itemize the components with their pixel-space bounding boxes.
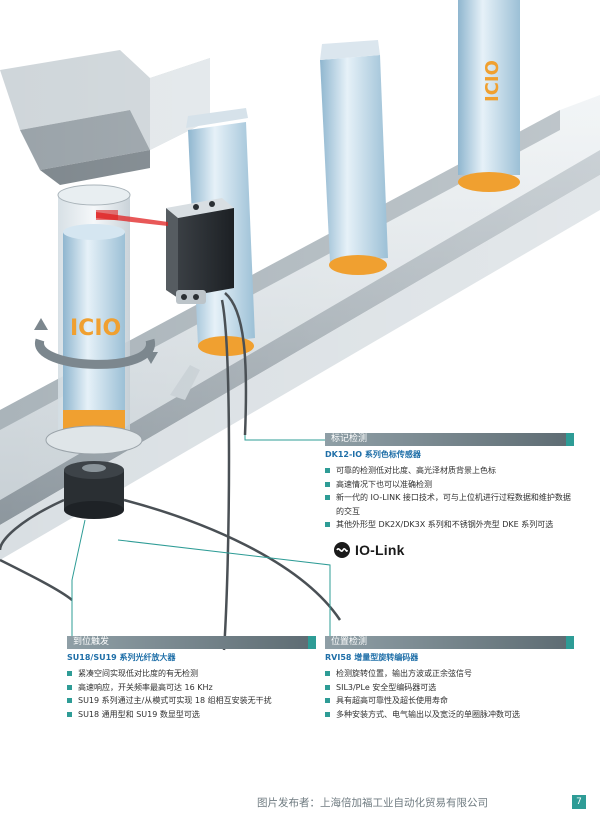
contrast-sensor bbox=[166, 198, 234, 304]
list-item: 检测旋转位置，输出方波或正余弦信号 bbox=[325, 667, 574, 681]
publisher-credit: 图片发布者：上海倍加福工业自动化贸易有限公司 bbox=[257, 797, 488, 809]
panel-marking-title: 标记检测 bbox=[331, 434, 368, 444]
rotation-station: ICIO bbox=[34, 184, 158, 455]
tube-middle bbox=[320, 40, 388, 275]
panel-arrival: 到位触发 SU18/SU19 系列光纤放大器 紧凑空间实现低对比度的有无检测 高… bbox=[67, 636, 316, 721]
panel-marking-header: 标记检测 bbox=[325, 433, 574, 446]
header-accent bbox=[566, 433, 574, 446]
panel-arrival-header: 到位触发 bbox=[67, 636, 316, 649]
panel-arrival-list: 紧凑空间实现低对比度的有无检测 高速响应，开关频率最高可达 16 KHz SU1… bbox=[67, 667, 316, 721]
list-item: 多种安装方式、电气输出以及宽泛的单圈脉冲数可选 bbox=[325, 708, 574, 722]
panel-marking: 标记检测 DK12-IO 系列色标传感器 可靠的检测低对比度、高光泽材质背景上色… bbox=[325, 433, 574, 532]
list-item: 新一代的 IO-LINK 接口技术，可与上位机进行过程数据和维护数据的交互 bbox=[325, 491, 574, 518]
svg-text:ICIO: ICIO bbox=[482, 60, 503, 102]
panel-arrival-subtitle: SU18/SU19 系列光纤放大器 bbox=[67, 653, 176, 662]
panel-position: 位置检测 RVI58 增量型旋转编码器 检测旋转位置，输出方波或正余弦信号 SI… bbox=[325, 636, 574, 721]
list-item: SU19 系列通过主/从模式可实现 18 组相互安装无干扰 bbox=[67, 694, 316, 708]
rotary-encoder bbox=[64, 461, 124, 519]
list-item: 具有超高可靠性及超长使用寿命 bbox=[325, 694, 574, 708]
cables bbox=[0, 292, 342, 651]
io-link-logo: IO-Link bbox=[333, 541, 405, 559]
list-item: 紧凑空间实现低对比度的有无检测 bbox=[67, 667, 316, 681]
laser-spot bbox=[96, 210, 118, 220]
panel-position-title: 位置检测 bbox=[331, 637, 368, 647]
list-item: SIL3/PLe 安全型编码器可选 bbox=[325, 681, 574, 695]
list-item: 高速情况下也可以准确检测 bbox=[325, 478, 574, 492]
panel-position-list: 检测旋转位置，输出方波或正余弦信号 SIL3/PLe 安全型编码器可选 具有超高… bbox=[325, 667, 574, 721]
svg-text:ICIO: ICIO bbox=[70, 316, 121, 341]
header-accent bbox=[566, 636, 574, 649]
list-item: 可靠的检测低对比度、高光泽材质背景上色标 bbox=[325, 464, 574, 478]
panel-marking-subtitle: DK12-IO 系列色标传感器 bbox=[325, 450, 421, 459]
header-accent bbox=[308, 636, 316, 649]
panel-position-subtitle: RVI58 增量型旋转编码器 bbox=[325, 653, 419, 662]
leader-lines bbox=[71, 435, 331, 636]
list-item: 其他外形型 DK2X/DK3X 系列和不锈钢外壳型 DKE 系列可选 bbox=[325, 518, 574, 532]
list-item: 高速响应，开关频率最高可达 16 KHz bbox=[67, 681, 316, 695]
panel-arrival-title: 到位触发 bbox=[73, 637, 110, 647]
list-item: SU18 通用型和 SU19 数显型可选 bbox=[67, 708, 316, 722]
io-link-text: IO-Link bbox=[355, 542, 405, 558]
page-number: 7 bbox=[572, 795, 586, 809]
panel-marking-list: 可靠的检测低对比度、高光泽材质背景上色标 高速情况下也可以准确检测 新一代的 I… bbox=[325, 464, 574, 532]
io-link-icon bbox=[334, 542, 350, 558]
panel-position-header: 位置检测 bbox=[325, 636, 574, 649]
tube-right: ICIO bbox=[458, 0, 520, 192]
